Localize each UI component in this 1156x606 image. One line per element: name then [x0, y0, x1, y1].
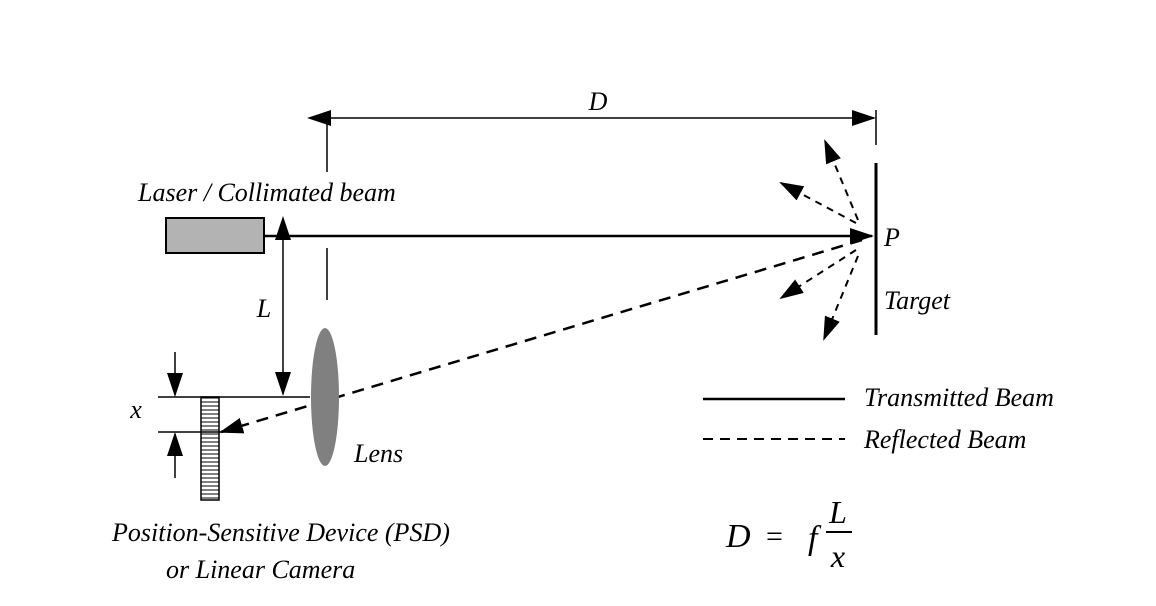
reflected-beam: [219, 238, 863, 434]
detector-label-line1: Position-Sensitive Device (PSD): [111, 518, 450, 547]
laser-label: Laser / Collimated beam: [137, 178, 396, 207]
lens: [311, 328, 339, 466]
scatter-ray-downleft: [779, 249, 857, 300]
scatter-ray-down: [823, 255, 859, 341]
formula-denominator: x: [830, 538, 845, 574]
formula: D = f L x: [725, 494, 852, 574]
legend-transmitted-label: Transmitted Beam: [864, 383, 1054, 412]
position-sensitive-device: [200, 396, 220, 501]
formula-lhs: D: [725, 518, 751, 555]
legend: Transmitted Beam Reflected Beam: [703, 383, 1054, 454]
lens-label: Lens: [353, 439, 403, 468]
point-label: P: [883, 223, 900, 252]
scatter-ray-up: [824, 139, 859, 221]
formula-factor: f: [808, 520, 822, 557]
laser-source: [165, 217, 265, 254]
offset-label: x: [129, 395, 142, 424]
distance-label: D: [588, 87, 608, 116]
target-label: Target: [884, 286, 951, 315]
detector-label-line2: or Linear Camera: [166, 555, 355, 584]
formula-numerator: L: [828, 494, 847, 530]
scatter-ray-upleft: [779, 182, 857, 224]
legend-reflected-label: Reflected Beam: [863, 425, 1026, 454]
scattered-reflections: [779, 139, 859, 341]
formula-equals: =: [766, 520, 783, 553]
baseline-label: L: [256, 294, 271, 323]
